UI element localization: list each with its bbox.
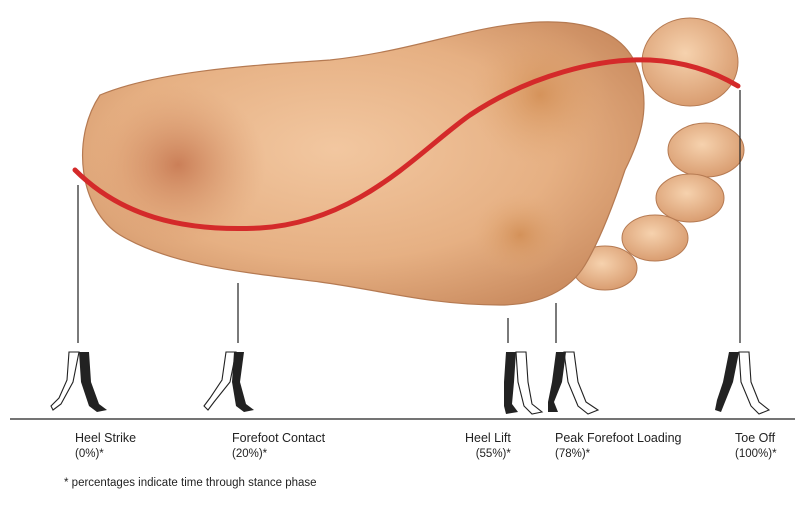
stance-leg: [79, 352, 107, 412]
lateral-ball-pad: [472, 193, 568, 277]
footnote: * percentages indicate time through stan…: [64, 477, 317, 489]
phase-percent: (0%)*: [75, 446, 136, 462]
swing-leg: [516, 352, 542, 414]
swing-leg: [204, 352, 236, 410]
phase-label-peak-forefoot-loading: Peak Forefoot Loading (78%)*: [555, 430, 681, 462]
stance-leg: [504, 352, 518, 414]
phase-label-heel-lift: Heel Lift (55%)*: [465, 430, 511, 462]
walker-legs-icon-peak-forefoot-loading: [548, 352, 598, 414]
stance-leg: [548, 352, 566, 412]
third-toe: [656, 174, 724, 222]
walker-legs-icon-heel-lift: [504, 352, 542, 414]
phase-name: Heel Lift: [465, 431, 511, 445]
stance-leg: [232, 352, 254, 412]
phase-name: Toe Off: [735, 431, 775, 445]
phase-percent: (100%)*: [735, 446, 777, 462]
walker-legs-icon-toe-off: [715, 352, 769, 414]
phase-percent: (78%)*: [555, 446, 681, 462]
phase-label-heel-strike: Heel Strike (0%)*: [75, 430, 136, 462]
walker-figures: [51, 352, 769, 414]
walker-legs-icon-heel-strike: [51, 352, 107, 412]
swing-leg: [51, 352, 79, 410]
swing-leg: [564, 352, 598, 414]
phase-name: Forefoot Contact: [232, 431, 325, 445]
ball-pad: [470, 25, 610, 165]
walker-legs-icon-forefoot-contact: [204, 352, 254, 412]
swing-leg: [739, 352, 769, 414]
phase-name: Heel Strike: [75, 431, 136, 445]
fourth-toe: [622, 215, 688, 261]
phase-name: Peak Forefoot Loading: [555, 431, 681, 445]
phase-percent: (20%)*: [232, 446, 325, 462]
phase-label-toe-off: Toe Off (100%)*: [735, 430, 777, 462]
phase-label-forefoot-contact: Forefoot Contact (20%)*: [232, 430, 325, 462]
phase-percent: (55%)*: [465, 446, 511, 462]
second-toe: [668, 123, 744, 177]
stance-leg: [715, 352, 739, 412]
